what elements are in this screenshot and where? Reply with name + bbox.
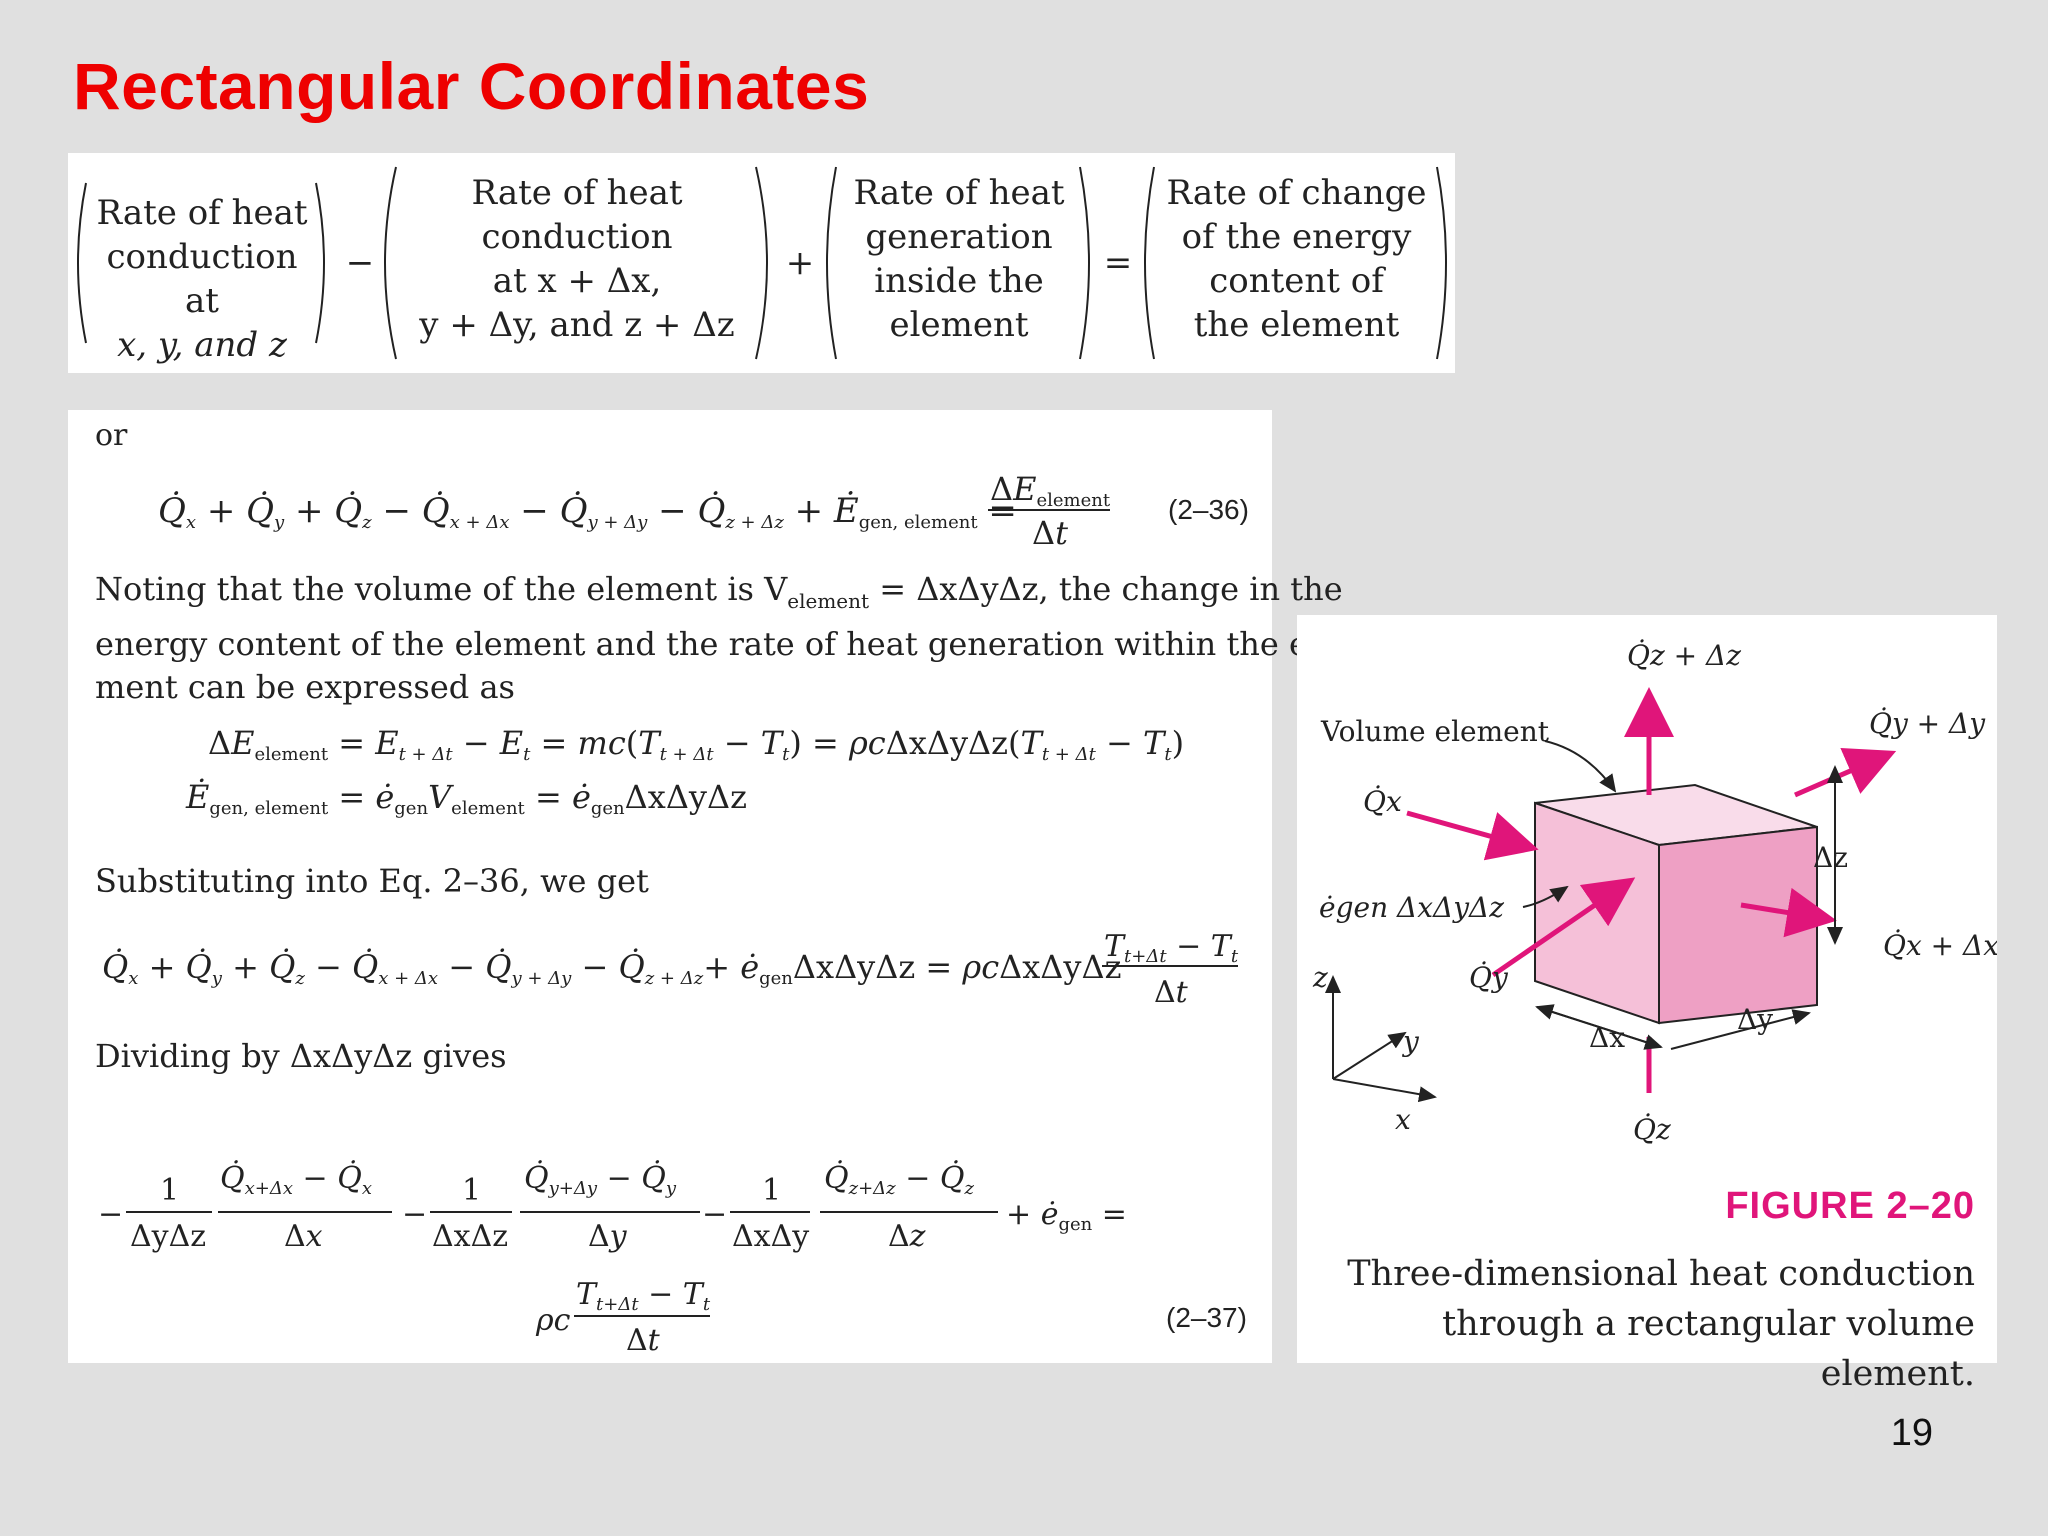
cube-diagram: z x y Volume element Q̇x ėgen ΔxΔyΔz Q̇y… — [1312, 639, 1997, 1146]
figure-caption-title: FIGURE 2–20 — [1725, 1185, 1975, 1227]
noting-text-line3: ment can be expressed as — [95, 668, 515, 706]
svg-text:Δx: Δx — [284, 1219, 323, 1254]
leader-egen — [1522, 885, 1569, 908]
noting-text-line2: energy content of the element and the ra… — [95, 625, 1348, 663]
label-egen: ėgen ΔxΔyΔz — [1319, 891, 1504, 924]
svg-text:+ ėgen =: + ėgen = — [1006, 1197, 1127, 1235]
slide-number: 19 — [1890, 1412, 1933, 1454]
axis-z-label: z — [1312, 961, 1328, 994]
balance-term4-line1: Rate of change — [1166, 173, 1427, 213]
axis-x-label: x — [1395, 1103, 1411, 1136]
balance-term2-line2: conduction — [481, 217, 673, 257]
svg-text:Δy: Δy — [588, 1219, 628, 1254]
svg-text:Δt: Δt — [626, 1323, 661, 1358]
label-qz: Q̇z — [1633, 1113, 1671, 1146]
svg-text:Tt+Δt − Tt: Tt+Δt − Tt — [1104, 929, 1239, 967]
cube-side-face — [1658, 825, 1818, 1025]
svg-text:Ėgen, element = ėgenVelement =: Ėgen, element = ėgenVelement = ėgenΔxΔyΔ… — [185, 778, 747, 819]
svg-text:Tt+Δt − Tt: Tt+Δt − Tt — [576, 1277, 711, 1315]
balance-op-plus: + — [785, 243, 815, 283]
axis-y-label: y — [1401, 1025, 1420, 1058]
equation-2-37-label: (2–37) — [1166, 1302, 1247, 1333]
leader-volume-element — [1544, 740, 1617, 793]
noting-paragraph: Noting that the volume of the element is… — [95, 568, 1348, 709]
balance-term4-line3: content of — [1209, 261, 1384, 301]
dim-dy — [1670, 1009, 1811, 1050]
balance-term4-line2: of the energy — [1181, 217, 1412, 257]
balance-term1-line3: x, y, and z — [117, 325, 287, 365]
equation-2-36: Q̇x + Q̇y + Q̇z − Q̇x + Δx − Q̇y + Δy − … — [158, 470, 1111, 550]
balance-brackets — [77, 166, 1447, 360]
derivation-panel: or Q̇x + Q̇y + Q̇z − Q̇x + Δx − Q̇y + Δy… — [68, 410, 1348, 1363]
label-qy: Q̇y — [1469, 961, 1509, 994]
slide-title: Rectangular Coordinates — [73, 49, 870, 123]
noting-text-sub: element — [787, 589, 870, 613]
dividing-text: Dividing by ΔxΔyΔz gives — [95, 1037, 507, 1075]
arrow-qy-dy — [1794, 748, 1897, 798]
svg-text:−: − — [402, 1197, 427, 1232]
balance-term2-line3: at x + Δx, — [492, 261, 662, 301]
figure-caption-line2: through a rectangular volume element. — [1442, 1304, 1975, 1394]
svg-text:Δt: Δt — [1154, 975, 1189, 1010]
svg-text:Δz: Δz — [888, 1219, 926, 1254]
arrow-qy — [1491, 877, 1636, 978]
balance-term1-line2: conduction at — [106, 237, 298, 321]
svg-text:−: − — [702, 1197, 727, 1232]
balance-term-conduction-out: Rate of heat conduction at x + Δx, y + Δ… — [398, 171, 756, 347]
energy-balance-panel: Rate of heat conduction at x, y, and z −… — [68, 153, 1455, 373]
svg-text:Q̇y+Δy − Q̇y: Q̇y+Δy − Q̇y — [524, 1161, 677, 1199]
svg-text:ΔEelement = Et + Δt − Et = mc(: ΔEelement = Et + Δt − Et = mc(Tt + Δt − … — [208, 724, 1184, 765]
label-qz-dz: Q̇z + Δz — [1627, 639, 1741, 672]
balance-term-generation: Rate of heat generation inside the eleme… — [838, 171, 1080, 347]
svg-text:1: 1 — [160, 1173, 179, 1208]
equation-2-37: − 1 ΔyΔz Q̇x+Δx − Q̇x Δx − 1 ΔxΔz Q̇y+Δy… — [98, 1161, 1127, 1358]
arrow-qx — [1406, 810, 1539, 861]
balance-term2-line1: Rate of heat — [471, 173, 683, 213]
label-dx: Δx — [1589, 1021, 1625, 1054]
balance-term3-line3: inside the — [874, 261, 1044, 301]
svg-text:ΔyΔz: ΔyΔz — [130, 1219, 206, 1254]
svg-text:Q̇x+Δx − Q̇x: Q̇x+Δx − Q̇x — [220, 1161, 372, 1199]
noting-text-part2: = ΔxΔyΔz, the change in the — [869, 570, 1343, 608]
balance-term2-line4: y + Δy, and z + Δz — [419, 305, 735, 345]
balance-op-minus: − — [345, 243, 375, 283]
balance-term3-line2: generation — [865, 217, 1053, 257]
svg-text:Q̇z+Δz − Q̇z: Q̇z+Δz − Q̇z — [824, 1161, 975, 1199]
balance-op-equals: = — [1103, 243, 1133, 283]
svg-text:Δt: Δt — [1032, 514, 1068, 550]
balance-term1-line1: Rate of heat — [96, 193, 308, 233]
substituted-equation: Q̇x + Q̇y + Q̇z − Q̇x + Δx − Q̇y + Δy − … — [102, 929, 1239, 1010]
svg-text:1: 1 — [762, 1173, 781, 1208]
arrow-qx-dx — [1740, 887, 1837, 938]
figure-caption-line1: Three-dimensional heat conduction — [1347, 1254, 1975, 1294]
substituting-text: Substituting into Eq. 2–36, we get — [95, 862, 649, 900]
label-qx-dx: Q̇x + Δx — [1883, 929, 1997, 962]
balance-term-energy-change: Rate of change of the energy content of … — [1156, 171, 1437, 347]
label-volume-element: Volume element — [1320, 715, 1550, 748]
svg-text:Q̇x + Q̇y + Q̇z − Q̇x + Δx − Q: Q̇x + Q̇y + Q̇z − Q̇x + Δx − Q̇y + Δy − … — [102, 948, 1121, 989]
energy-change-equations: ΔEelement = Et + Δt − Et = mc(Tt + Δt − … — [185, 724, 1184, 819]
svg-text:ρc: ρc — [535, 1303, 571, 1338]
svg-text:ΔEelement: ΔEelement — [990, 470, 1111, 511]
label-dz: Δz — [1813, 841, 1848, 874]
svg-text:ΔxΔy: ΔxΔy — [732, 1219, 809, 1254]
label-qy-dy: Q̇y + Δy — [1869, 707, 1986, 740]
label-dy: Δy — [1737, 1003, 1773, 1036]
balance-term4-line4: the element — [1193, 305, 1400, 345]
noting-text-part1: Noting that the volume of the element is… — [95, 570, 788, 608]
svg-text:ΔxΔz: ΔxΔz — [432, 1219, 508, 1254]
figure-caption-text: Three-dimensional heat conduction throug… — [1305, 1249, 1975, 1399]
svg-text:Q̇x + Q̇y + Q̇z − Q̇x + Δx − Q: Q̇x + Q̇y + Q̇z − Q̇x + Δx − Q̇y + Δy − … — [158, 491, 1017, 533]
balance-term3-line4: element — [889, 305, 1029, 345]
figure-panel: z x y Volume element Q̇x ėgen ΔxΔyΔz Q̇y… — [1297, 615, 1997, 1394]
balance-term-conduction-in: Rate of heat conduction at x, y, and z — [88, 191, 316, 367]
label-qx: Q̇x — [1363, 785, 1402, 818]
balance-term3-line1: Rate of heat — [853, 173, 1065, 213]
svg-text:−: − — [98, 1197, 123, 1232]
equation-2-36-label: (2–36) — [1168, 494, 1249, 525]
svg-text:1: 1 — [462, 1173, 481, 1208]
text-or: or — [95, 418, 128, 453]
coordinate-axes — [1325, 975, 1437, 1103]
